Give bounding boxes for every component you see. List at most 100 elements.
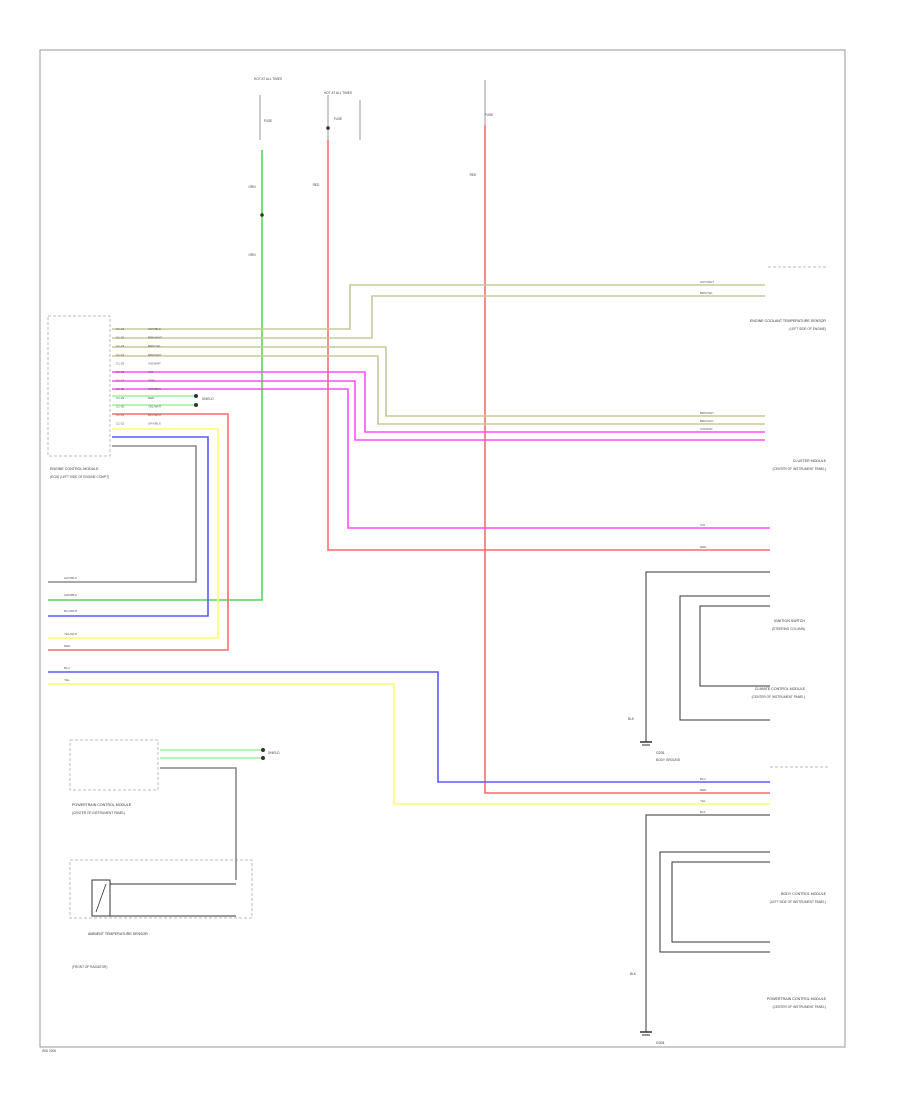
wire-tan-3 xyxy=(112,346,765,417)
wires xyxy=(48,125,770,1020)
shield-dot-3 xyxy=(261,748,265,752)
ptcm-right-name: POWERTRAIN CONTROL MODULE xyxy=(767,997,827,1001)
wire-tan-2 xyxy=(112,295,765,339)
wire-red-ecm xyxy=(48,413,229,651)
diagram-frame xyxy=(39,49,846,1048)
left-stub-label: BLU xyxy=(64,666,70,670)
splice-green xyxy=(260,213,264,217)
wire-label-grn-1: GRN xyxy=(248,185,256,189)
ambient-sub: (FRONT OF RADIATOR) xyxy=(72,965,107,969)
climate-sub: (CENTER OF INSTRUMENT PANEL) xyxy=(752,695,805,699)
wire-blk-ign-2 xyxy=(679,595,770,721)
climate-name: CLIMATE CONTROL MODULE xyxy=(755,687,806,691)
ecm-pin-number: C1-23 xyxy=(116,344,125,348)
cluster-sub: (CENTER OF INSTRUMENT PANEL) xyxy=(773,467,826,471)
right-wire-label: BLK xyxy=(700,810,706,814)
ect-sub: (LEFT SIDE OF ENGINE) xyxy=(789,327,826,331)
wire-label-red-2: RED xyxy=(470,173,477,177)
ecm-pin-color: GRY/BLK xyxy=(148,327,161,331)
ecm-name: ENGINE CONTROL MODULE xyxy=(50,467,99,471)
ecm-pin-color: BLU/WHT xyxy=(148,413,162,417)
hot-label-left: HOT AT ALL TIMES xyxy=(254,77,282,81)
fuse-label-b: FUSE xyxy=(334,117,343,121)
ecm-pin-color: GRN xyxy=(148,379,155,383)
right-wire-label: RED xyxy=(700,545,707,549)
ptcm-right-sub: (CENTER OF INSTRUMENT PANEL) xyxy=(773,1005,826,1009)
wire-grn-feed xyxy=(48,150,263,601)
wire-red-feed-1 xyxy=(327,140,770,551)
ecm-pin-color: BRN/WHT xyxy=(148,336,162,340)
wire-blk-a: BLK xyxy=(628,717,635,721)
shield-dot-1 xyxy=(194,394,198,398)
right-wire-label: BLU xyxy=(700,777,706,781)
right-wire-label: RED xyxy=(700,788,707,792)
wire-label-grn-2: GRN xyxy=(248,253,256,257)
wire-red-feed-2 xyxy=(484,125,770,794)
ecm-pin-color: VIO/WHT xyxy=(148,361,161,365)
wire-ptcm-gray xyxy=(160,767,237,880)
ecm-pin-number: C1-22 xyxy=(116,336,125,340)
body-sub: (LEFT SIDE OF INSTRUMENT PANEL) xyxy=(770,900,826,904)
ground-symbol-b xyxy=(640,1020,652,1036)
right-wire-label: YEL xyxy=(700,799,706,803)
shield-dot-4 xyxy=(261,756,265,760)
wire-gray-ecm xyxy=(48,445,197,583)
right-wire-label: BRN/WHT xyxy=(700,411,714,415)
left-stub-label: YEL/WHT xyxy=(64,632,78,636)
ecm-pin-number: C1-21 xyxy=(116,327,125,331)
ambient-box xyxy=(69,859,253,919)
thermistor-symbol xyxy=(91,879,111,917)
wire-tan-4 xyxy=(112,355,765,425)
wire-blk-b: BLK xyxy=(630,972,637,976)
ecm-pin-number: C1-28 xyxy=(116,387,125,391)
ecm-pin-color: YEL/WHT xyxy=(148,404,162,408)
ground-a-note: BODY GROUND xyxy=(656,758,681,762)
ground-a-label: G201 xyxy=(656,751,665,755)
ptcm-sub: (CENTER OF INSTRUMENT PANEL) xyxy=(72,811,125,815)
wire-pink-2 xyxy=(112,380,765,441)
ecm-pin-number: C1-24 xyxy=(116,353,125,357)
ecm-pin-color: BRN/YEL xyxy=(148,344,161,348)
ecm-pin-number: C1-30 xyxy=(116,404,125,408)
shield-label-ptcm: SHIELD xyxy=(268,751,280,755)
left-stub-label: BLU/WHT xyxy=(64,609,78,613)
wire-pink-1 xyxy=(112,371,765,433)
ambient-name: AMBIENT TEMPERATURE SENSOR xyxy=(88,932,148,936)
thermistor-arrow xyxy=(95,883,107,913)
right-wire-labels: GRY/WHTBRN/YELBRN/WHTBRN/GRYVIO/WHTVIORE… xyxy=(700,280,714,814)
body-name: BODY CONTROL MODULE xyxy=(781,892,827,896)
wire-blue-long xyxy=(48,671,770,783)
wire-blue-ecm xyxy=(48,436,209,617)
wire-yel-ecm xyxy=(48,428,219,639)
wire-pink-3 xyxy=(112,388,770,529)
right-wire-label: BRN/GRY xyxy=(700,419,714,423)
right-wire-label: VIO/WHT xyxy=(700,427,713,431)
ecm-pin-color: GRY/BLK xyxy=(148,422,161,426)
right-wire-label: VIO xyxy=(700,523,706,527)
footer-label: W/D 0000 xyxy=(42,1049,56,1053)
wire-blk-body-2 xyxy=(659,851,770,953)
ecm-pin-color: VIO xyxy=(148,370,154,374)
wire-label-red-1: RED xyxy=(313,183,320,187)
ecm-pin-number: C1-32 xyxy=(116,422,125,426)
ecm-sub: (ECM) (LEFT SIDE OF ENGINE COMPT) xyxy=(50,475,109,479)
left-stub-label: GRN/BLK xyxy=(64,593,77,597)
ptcm-name: POWERTRAIN CONTROL MODULE xyxy=(72,803,132,807)
wire-blk-ign xyxy=(645,571,770,730)
hot-label-mid: HOT AT ALL TIMES xyxy=(324,91,352,95)
left-stub-label: GRY/BLK xyxy=(64,576,77,580)
ground-b-label: G301 xyxy=(656,1041,665,1045)
wire-blk-body xyxy=(645,814,770,1020)
ecm-pin-number: C1-29 xyxy=(116,396,125,400)
wire-yel-long xyxy=(48,683,770,805)
fuse-label-c: FUSE xyxy=(485,113,494,117)
fuse-label-a: FUSE xyxy=(264,119,273,123)
ecm-pin-number: C1-31 xyxy=(116,413,125,417)
ect-name: ENGINE COOLANT TEMPERATURE SENSOR xyxy=(750,319,826,323)
splice-red xyxy=(326,126,330,130)
wire-blk-ign-3 xyxy=(699,605,770,687)
shield-dot-2 xyxy=(194,403,198,407)
ecm-pin-color: RED xyxy=(148,396,155,400)
